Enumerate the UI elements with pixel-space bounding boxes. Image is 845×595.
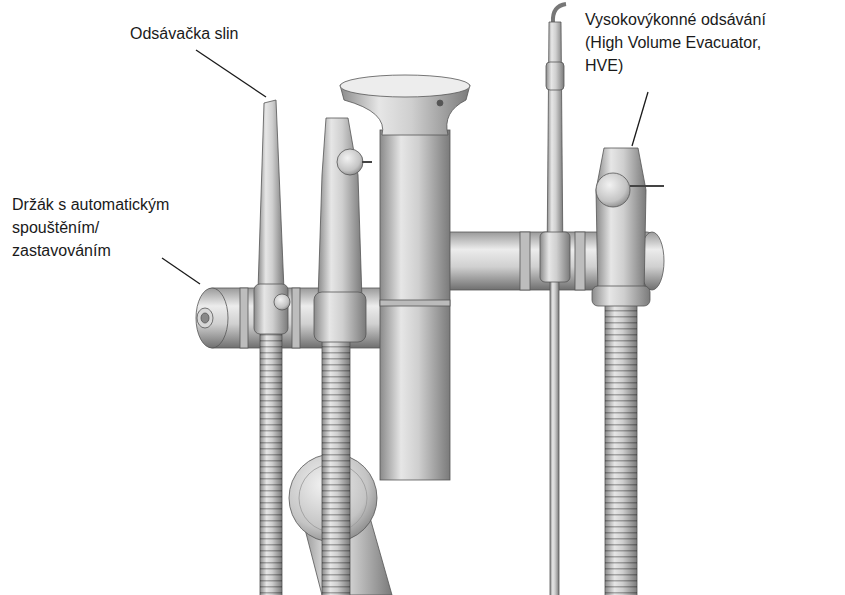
part-label: Odsávačka slin	[130, 22, 330, 45]
part-label: Držák s automatickým spouštěním/ zastavo…	[12, 193, 194, 262]
part-label: Vysokovýkonné odsávání (High Volume Evac…	[585, 8, 790, 77]
